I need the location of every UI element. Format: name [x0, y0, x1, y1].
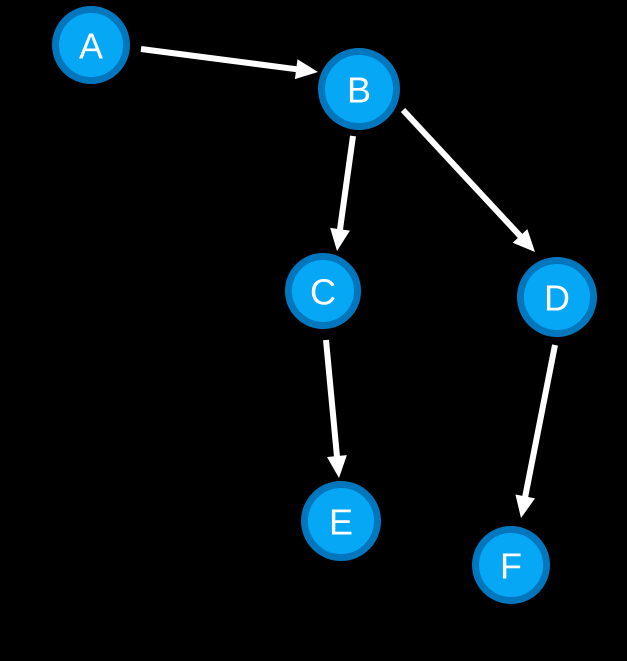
node-label: F — [500, 546, 522, 587]
arrow-head-icon — [326, 455, 347, 478]
node-circle — [318, 48, 400, 130]
arrow-head-icon — [330, 227, 350, 251]
graph-node-f[interactable]: F — [472, 526, 550, 604]
graph-node-c[interactable]: C — [285, 253, 361, 329]
node-label: E — [329, 502, 353, 543]
node-circle — [472, 526, 550, 604]
node-circle — [52, 6, 130, 84]
node-circle — [301, 481, 381, 561]
graph-node-d[interactable]: D — [517, 257, 597, 337]
edge-d-to-f[interactable] — [515, 344, 558, 518]
edge-b-to-c[interactable] — [330, 135, 356, 251]
graph-node-a[interactable]: A — [52, 6, 130, 84]
graph-node-b[interactable]: B — [318, 48, 400, 130]
node-label: A — [79, 26, 103, 67]
edge-a-to-b[interactable] — [140, 46, 318, 80]
edge-shaft — [521, 344, 558, 499]
node-circle — [285, 253, 361, 329]
arrow-head-icon — [512, 229, 535, 252]
edge-shaft — [400, 107, 524, 240]
graph-node-e[interactable]: E — [301, 481, 381, 561]
node-circle — [517, 257, 597, 337]
edge-shaft — [323, 339, 341, 459]
arrow-head-icon — [294, 59, 318, 80]
edges-layer — [140, 46, 558, 518]
node-label: D — [544, 278, 570, 319]
node-label: B — [347, 70, 371, 111]
nodes-layer: A B C D E F — [52, 6, 597, 604]
node-label: C — [310, 272, 336, 313]
arrow-head-icon — [515, 494, 536, 518]
edge-b-to-d[interactable] — [400, 107, 535, 252]
edge-shaft — [336, 135, 356, 232]
edge-shaft — [140, 46, 299, 73]
edge-c-to-e[interactable] — [323, 339, 347, 478]
